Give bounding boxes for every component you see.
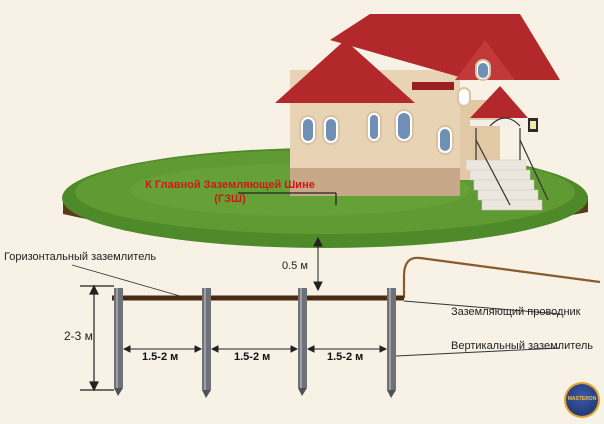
vertical-rod: [387, 288, 396, 390]
rod-length-label: 2-3 м: [64, 329, 93, 343]
grounding-conductor-label: Заземляющий проводник: [451, 306, 581, 318]
main-bus-label-line1: К Главной Заземляющей Шине: [145, 179, 315, 191]
vertical-electrode-label: Вертикальный заземлитель: [451, 340, 594, 352]
rod-length-dimension: [80, 284, 114, 392]
spacing-label-3: 1.5-2 м: [327, 351, 364, 363]
masteron-logo: MASTERON: [566, 384, 598, 416]
main-bus-label-line2: (ГЗШ): [214, 193, 246, 205]
vertical-rod: [202, 288, 211, 390]
horizontal-electrode-label: Горизонтальный заземлитель: [4, 251, 157, 263]
depth-label: 0.5 м: [282, 260, 308, 272]
spacing-label-1: 1.5-2 м: [142, 351, 179, 363]
vertical-rods: [114, 288, 396, 398]
leader-lines: [71, 264, 561, 357]
logo-text: MASTERON: [567, 396, 597, 402]
spacing-dimensions: [122, 345, 388, 353]
grounding-conductor-wire: [402, 256, 601, 298]
spacing-label-2: 1.5-2 м: [234, 351, 271, 363]
main-bus-link: [238, 192, 337, 205]
house: [275, 14, 560, 211]
vertical-rod: [114, 288, 123, 388]
main-bus-label: К Главной Заземляющей Шине (ГЗШ): [130, 180, 330, 205]
vertical-rod: [298, 288, 307, 388]
depth-dimension: [313, 236, 323, 292]
